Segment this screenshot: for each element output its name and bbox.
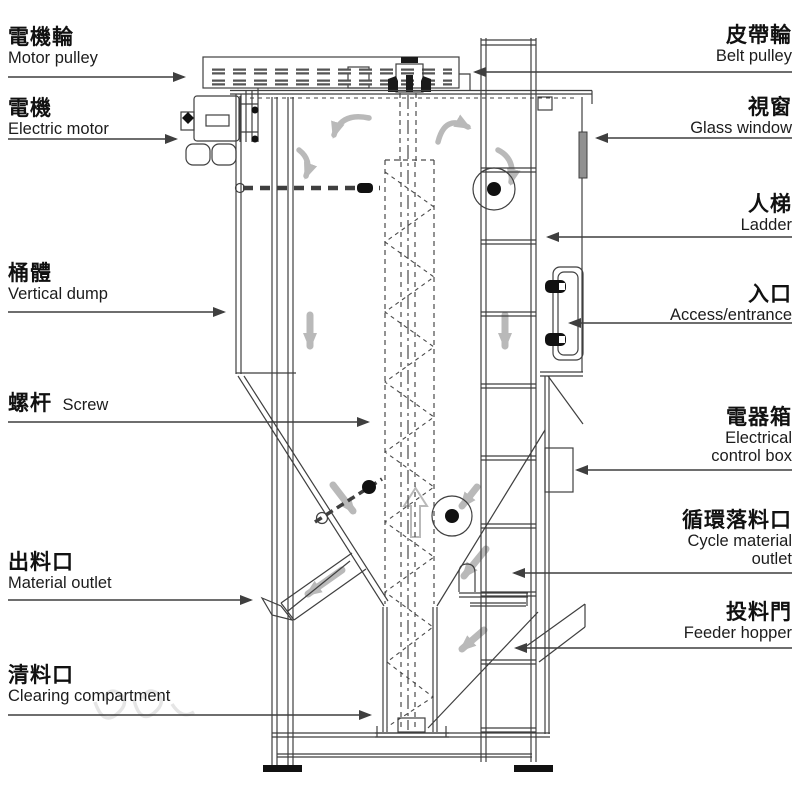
screw: [384, 93, 435, 730]
label-access-entrance: 入口 Access/entrance: [670, 283, 792, 325]
label-zh: 電器箱: [726, 406, 792, 429]
flow-arrow-cone-left: [329, 481, 357, 515]
mid-bearing: [431, 495, 473, 537]
label-electrical-control-box: 電器箱 Electrical control box: [692, 406, 792, 465]
label-material-outlet: 出料口 Material outlet: [8, 551, 112, 593]
label-zh: 電機輪: [8, 26, 74, 49]
label-en: Electric motor: [8, 120, 109, 138]
label-vertical-dump: 桶體 Vertical dump: [8, 262, 108, 304]
flow-arrow-left-curl: [296, 147, 318, 180]
label-belt-pulley: 皮帶輪 Belt pulley: [716, 24, 792, 66]
glass-window: [578, 131, 588, 179]
tank-body: [230, 89, 593, 734]
belt-pulley: [388, 57, 431, 93]
label-en: Access/entrance: [670, 306, 792, 324]
label-en: Vertical dump: [8, 285, 108, 303]
label-ladder: 人梯 Ladder: [741, 193, 792, 235]
flow-arrow-top-left: [331, 114, 372, 139]
flow-arrows: [296, 114, 521, 653]
base-frame: [263, 732, 553, 772]
door-hinge-icon: [545, 280, 566, 346]
label-clearing-compartment: 清料口 Clearing compartment: [8, 664, 170, 706]
label-cycle-material-outlet: 循環落料口 Cycle material outlet: [672, 509, 792, 568]
cycle-material-outlet: [458, 563, 528, 607]
flow-arrow-up-hollow: [402, 486, 429, 538]
label-en: Ladder: [740, 216, 792, 234]
ladder: [480, 38, 553, 762]
label-zh: 螺杆: [8, 392, 52, 415]
label-electric-motor: 電機 Electric motor: [8, 97, 109, 139]
flow-arrow-feeder: [458, 626, 488, 653]
label-en: Material outlet: [8, 574, 112, 592]
label-en: Belt pulley: [715, 47, 792, 65]
label-zh: 清料口: [8, 664, 74, 687]
label-en: Cycle material outlet: [687, 532, 792, 568]
label-feeder-hopper: 投料門 Feeder hopper: [684, 601, 792, 643]
label-zh: 人梯: [748, 193, 792, 216]
tension-pulley: [472, 167, 516, 211]
label-en: Glass window: [690, 119, 792, 137]
leader-lines: [8, 67, 792, 720]
material-outlet-chute: [260, 552, 367, 622]
support-legs: [271, 97, 294, 766]
label-zh: 出料口: [8, 551, 74, 574]
foot-pad-right: [514, 765, 553, 772]
label-zh: 電機: [8, 97, 52, 120]
label-en: Motor pulley: [8, 49, 98, 67]
label-zh: 皮帶輪: [726, 24, 792, 47]
label-zh: 投料門: [726, 601, 792, 624]
flow-arrow-top-right: [435, 114, 472, 145]
label-motor-pulley: 電機輪 Motor pulley: [8, 26, 98, 68]
label-screw: 螺杆 Screw: [8, 392, 108, 416]
ladder-rungs: [481, 167, 536, 733]
electrical-control-box: [544, 447, 574, 493]
access-door: [545, 266, 584, 361]
machine: [180, 38, 593, 772]
flow-arrow-pulley-curl: [495, 147, 521, 186]
flow-arrow-bearing: [458, 483, 481, 510]
label-en: Electrical control box: [711, 429, 792, 465]
label-zh: 入口: [748, 283, 792, 306]
label-zh: 循環落料口: [682, 509, 792, 532]
flow-arrow-cycle: [460, 545, 490, 580]
support-chains: [234, 182, 383, 525]
label-glass-window: 視窗 Glass window: [690, 96, 792, 138]
label-en: Clearing compartment: [8, 687, 171, 705]
foot-pad-left: [263, 765, 302, 772]
electric-motor: [180, 88, 259, 166]
label-zh: 桶體: [8, 262, 52, 285]
label-zh: 視窗: [748, 96, 792, 119]
label-en: Screw: [62, 396, 109, 414]
label-en: Feeder hopper: [683, 624, 792, 642]
feeder-hopper: [427, 603, 586, 729]
